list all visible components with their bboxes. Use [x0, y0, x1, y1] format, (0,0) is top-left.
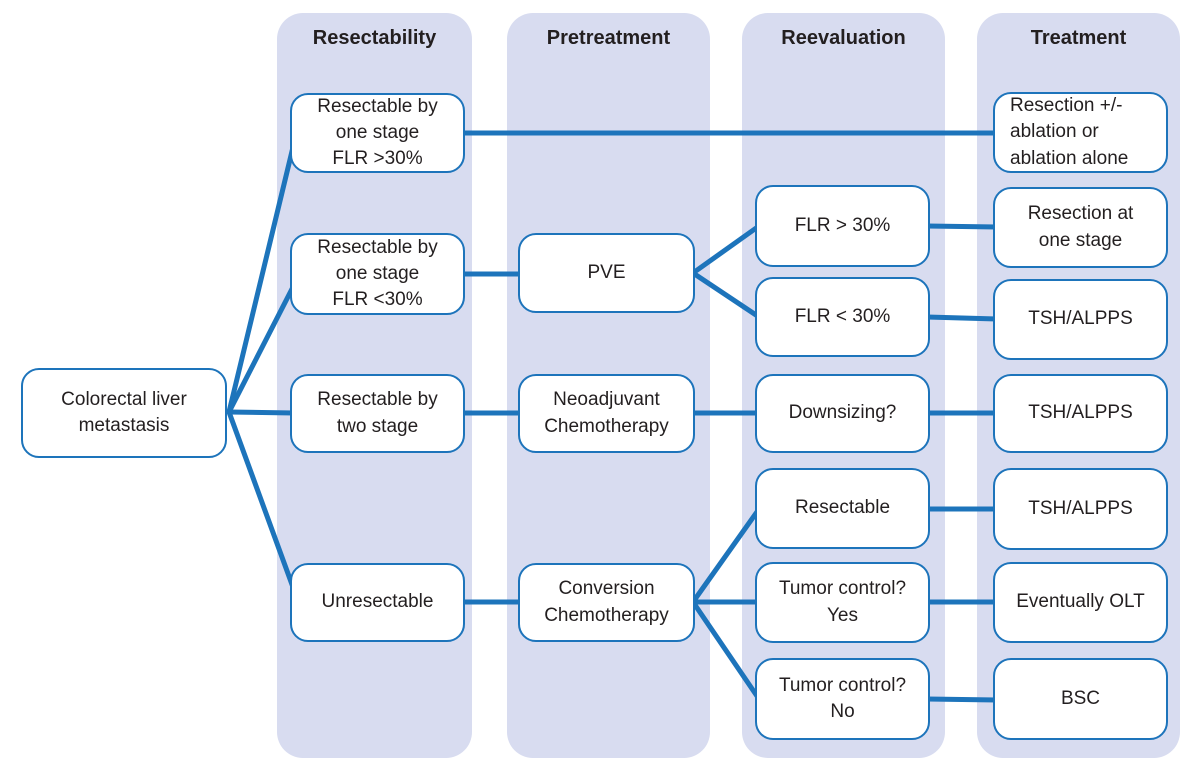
edge-e2-t3 [924, 314, 1000, 322]
node-downsizing: Downsizing? [755, 374, 930, 453]
node-tumor-control-yes: Tumor control? Yes [755, 562, 930, 643]
node-resection-ablation: Resection +/- ablation or ablation alone [993, 92, 1168, 173]
node-flr-less-30: FLR < 30% [755, 277, 930, 357]
edge-p1-e1 [690, 223, 762, 276]
node-resectable: Resectable [755, 468, 930, 549]
edge-p1-e2 [690, 270, 762, 320]
node-resectable-two-stage: Resectable by two stage [290, 374, 465, 453]
edge-e6-t7 [924, 696, 1000, 703]
column-header-resectability: Resectability [312, 27, 437, 49]
node-tsh-alpps-3: TSH/ALPPS [993, 468, 1168, 550]
node-tsh-alpps-2: TSH/ALPPS [993, 374, 1168, 453]
node-resectable-one-stage-flr-lt30: Resectable by one stage FLR <30% [290, 233, 465, 315]
node-tsh-alpps-1: TSH/ALPPS [993, 279, 1168, 360]
node-conversion-chemotherapy: Conversion Chemotherapy [518, 563, 695, 642]
node-colorectal-liver-metastasis: Colorectal liver metastasis [21, 368, 227, 458]
column-header-pretreatment: Pretreatment [546, 27, 671, 49]
node-eventually-olt: Eventually OLT [993, 562, 1168, 643]
node-pve: PVE [518, 233, 695, 313]
node-resection-one-stage: Resection at one stage [993, 187, 1168, 268]
node-tumor-control-no: Tumor control? No [755, 658, 930, 740]
column-header-reevaluation: Reevaluation [781, 27, 906, 49]
node-bsc: BSC [993, 658, 1168, 740]
node-flr-greater-30: FLR > 30% [755, 185, 930, 267]
edge-root-r2 [226, 282, 297, 415]
edge-p3-e4 [690, 506, 762, 605]
node-unresectable: Unresectable [290, 563, 465, 642]
column-header-treatment: Treatment [1030, 27, 1127, 49]
node-neoadjuvant-chemotherapy: Neoadjuvant Chemotherapy [518, 374, 695, 453]
edge-root-r4 [226, 409, 297, 593]
node-resectable-one-stage-flr-gt30: Resectable by one stage FLR >30% [290, 93, 465, 173]
edge-root-r1 [226, 140, 297, 415]
edge-e1-t2 [924, 223, 1000, 230]
edge-p3-e6 [690, 599, 762, 702]
edge-root-r3 [226, 409, 297, 416]
